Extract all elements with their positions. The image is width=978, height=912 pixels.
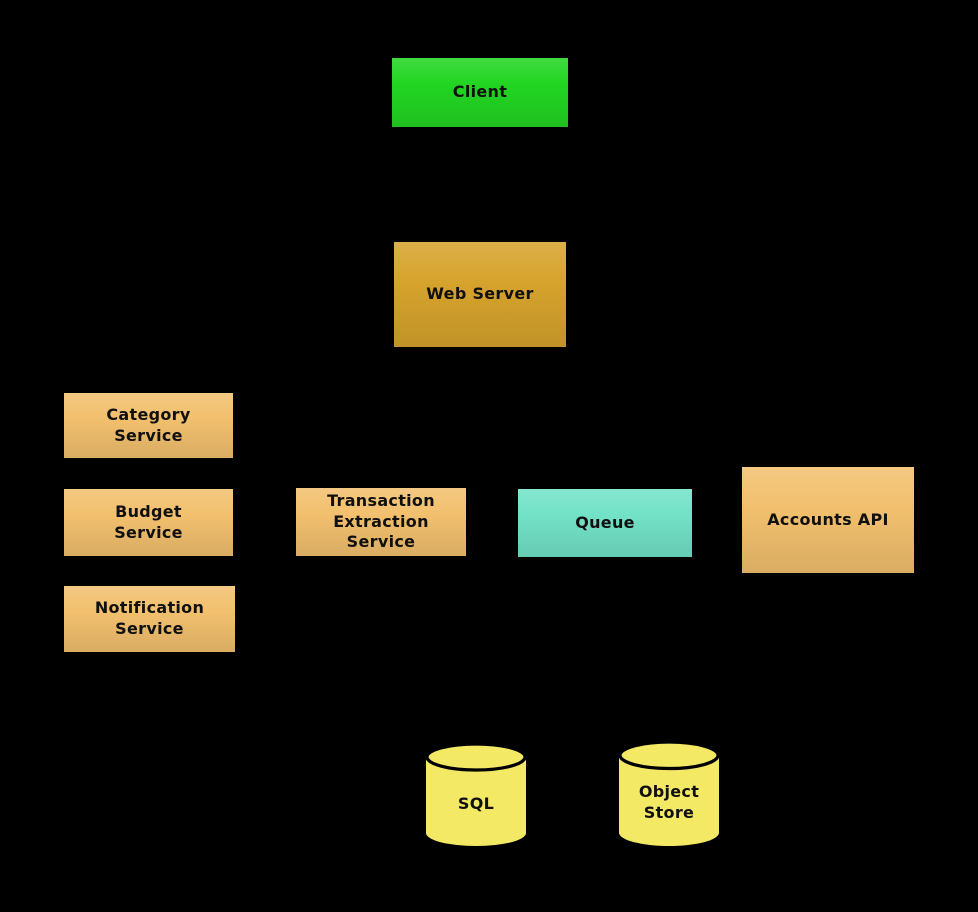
node-budget-service[interactable]: Budget Service	[64, 489, 233, 556]
database-cylinder-icon	[618, 740, 720, 846]
node-accounts-api-label: Accounts API	[767, 509, 889, 529]
node-sql-database-label: SQL	[457, 793, 495, 813]
node-object-store[interactable]: Object Store	[618, 740, 720, 848]
node-budget-service-label: Budget Service	[114, 501, 183, 542]
node-client[interactable]: Client	[392, 58, 568, 127]
node-transaction-extraction-service[interactable]: Transaction Extraction Service	[296, 488, 466, 556]
node-queue[interactable]: Queue	[518, 489, 692, 557]
node-client-label: Client	[452, 82, 508, 102]
node-category-service-label: Category Service	[106, 404, 191, 445]
node-web-server[interactable]: Web Server	[394, 242, 566, 347]
node-transaction-extraction-service-label: Transaction Extraction Service	[327, 490, 435, 552]
database-cylinder-icon	[425, 742, 527, 846]
node-notification-service-label: Notification Service	[94, 598, 205, 638]
node-queue-label: Queue	[575, 512, 635, 532]
node-category-service[interactable]: Category Service	[64, 393, 233, 458]
node-object-store-label: Object Store	[638, 782, 700, 822]
node-accounts-api[interactable]: Accounts API	[742, 467, 914, 573]
node-sql-database[interactable]: SQL	[425, 742, 527, 848]
node-web-server-label: Web Server	[426, 284, 534, 304]
node-notification-service[interactable]: Notification Service	[64, 586, 235, 652]
